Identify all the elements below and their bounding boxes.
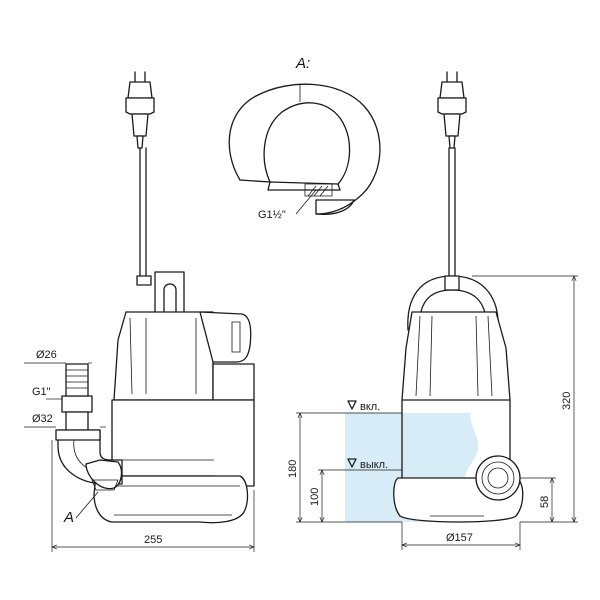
thread-detail-label: G1½" <box>258 209 286 221</box>
dim-g1: G1" <box>32 386 51 398</box>
dim-255: 255 <box>144 534 162 546</box>
pump-side-view: A Ø26 G1" Ø32 255 <box>24 71 254 552</box>
dim-d157: Ø157 <box>446 532 473 544</box>
dim-d26: Ø26 <box>36 349 57 361</box>
level-on-label: вкл. <box>360 401 380 413</box>
plug-icon-front <box>439 81 465 99</box>
detail-title: A: <box>295 55 310 72</box>
dim-58: 58 <box>539 496 551 508</box>
dim-d32: Ø32 <box>32 413 53 425</box>
off-level-marker <box>347 458 357 468</box>
dim-180: 180 <box>287 460 299 478</box>
detail-a-view: A: G1½" <box>228 55 381 221</box>
pump-front-view: вкл. выкл. 180 100 320 58 Ø157 <box>287 71 578 550</box>
detail-a-marker: A <box>63 509 74 526</box>
dim-320: 320 <box>561 392 573 410</box>
dim-100: 100 <box>309 488 321 506</box>
plug-icon <box>127 81 153 99</box>
level-off-label: выкл. <box>360 459 388 471</box>
on-level-marker <box>347 400 357 410</box>
